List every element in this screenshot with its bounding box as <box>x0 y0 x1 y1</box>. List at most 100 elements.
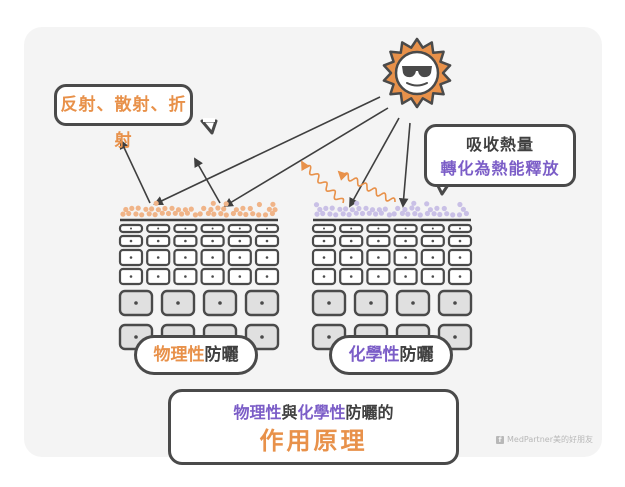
particle <box>129 205 135 211</box>
incoming-ray-2 <box>223 107 389 207</box>
particle <box>230 210 236 217</box>
cell-nucleus <box>350 227 353 230</box>
facebook-icon: f <box>496 435 504 444</box>
cell-nucleus <box>458 256 462 259</box>
particle <box>333 212 339 218</box>
cell-nucleus <box>411 301 415 305</box>
particle <box>205 210 211 216</box>
cell-nucleus <box>323 227 325 230</box>
particle <box>431 211 437 217</box>
particle <box>359 210 366 217</box>
cell-nucleus <box>211 256 214 259</box>
particle <box>437 211 443 218</box>
particle <box>391 211 397 217</box>
physical-rays <box>119 96 389 207</box>
particle <box>126 210 132 217</box>
particle <box>327 211 333 217</box>
cell-nucleus <box>134 335 138 339</box>
particle <box>354 200 360 206</box>
particle <box>427 207 433 213</box>
particle <box>266 206 272 212</box>
chemical-label-highlight: 化學性 <box>348 345 400 365</box>
particle <box>149 206 155 212</box>
cell-nucleus <box>327 335 331 339</box>
cell-nucleus <box>265 256 269 259</box>
cell-nucleus <box>377 239 380 243</box>
incoming-ray-1 <box>153 96 381 206</box>
cell-nucleus <box>134 301 138 305</box>
particle <box>143 206 149 212</box>
heat-wave-arrows <box>301 160 396 204</box>
cell-nucleus <box>349 239 353 243</box>
cell-nucleus <box>156 239 160 243</box>
cell-nucleus <box>459 227 461 230</box>
particle <box>450 212 456 218</box>
watermark: f MedPartner美的好朋友 <box>496 434 593 445</box>
particle <box>424 210 430 217</box>
particle <box>402 206 408 213</box>
particle <box>405 211 411 217</box>
particle <box>139 212 145 218</box>
particle <box>314 211 320 217</box>
heat-wave-2 <box>337 170 396 203</box>
cell-nucleus <box>322 275 326 278</box>
particle <box>313 202 320 208</box>
particle <box>179 211 185 217</box>
cell-nucleus <box>260 335 264 339</box>
particle <box>135 205 141 211</box>
particle <box>221 206 227 212</box>
particle <box>162 205 168 212</box>
cell-nucleus <box>184 239 187 243</box>
cell-nucleus <box>453 335 457 339</box>
cell-nucleus <box>238 227 241 230</box>
particle <box>169 205 175 211</box>
particle <box>317 206 323 213</box>
particle <box>233 207 239 213</box>
cell-nucleus <box>431 256 435 259</box>
particle <box>382 206 388 212</box>
title-chemical: 化學性 <box>297 403 346 422</box>
cell-nucleus <box>404 239 407 243</box>
cell-nucleus <box>211 239 214 243</box>
particle <box>215 205 221 211</box>
cell-nucleus <box>458 275 462 278</box>
particle <box>463 210 469 217</box>
cell-nucleus <box>184 256 187 259</box>
cell-nucleus <box>404 256 407 259</box>
cell-nucleus <box>238 239 242 243</box>
particle <box>159 210 165 216</box>
cell-nucleus <box>349 275 353 278</box>
incoming-ray-4 <box>398 122 411 208</box>
particle <box>366 210 372 216</box>
particle <box>346 212 352 218</box>
particle <box>363 205 369 211</box>
particle <box>399 210 405 216</box>
particle <box>210 200 216 206</box>
particle <box>340 211 346 217</box>
particle <box>386 212 392 218</box>
smile-icon <box>406 82 428 87</box>
particle <box>197 211 203 217</box>
particle <box>211 211 217 217</box>
watermark-text: MedPartner美的好朋友 <box>507 435 593 444</box>
cell-nucleus <box>156 256 160 259</box>
particle <box>188 206 194 212</box>
chemical-label-rest: 防曬 <box>399 345 434 365</box>
chemical-effect-callout: 吸收熱量 轉化為熱能釋放 <box>424 124 576 187</box>
particle <box>434 205 440 211</box>
sunglasses-icon <box>402 66 432 78</box>
reflected-ray-2 <box>194 157 221 204</box>
particle <box>218 211 224 217</box>
particle <box>172 210 178 216</box>
cell-nucleus <box>404 227 407 230</box>
physical-sunscreen-label: 物理性防曬 <box>134 335 258 375</box>
cell-nucleus <box>218 301 222 305</box>
particle <box>152 212 158 218</box>
particle <box>243 211 249 218</box>
cell-nucleus <box>453 301 457 305</box>
chemical-sunscreen-particles <box>313 200 469 218</box>
cell-nucleus <box>322 256 326 259</box>
particle <box>175 207 182 213</box>
cell-nucleus <box>431 275 435 278</box>
